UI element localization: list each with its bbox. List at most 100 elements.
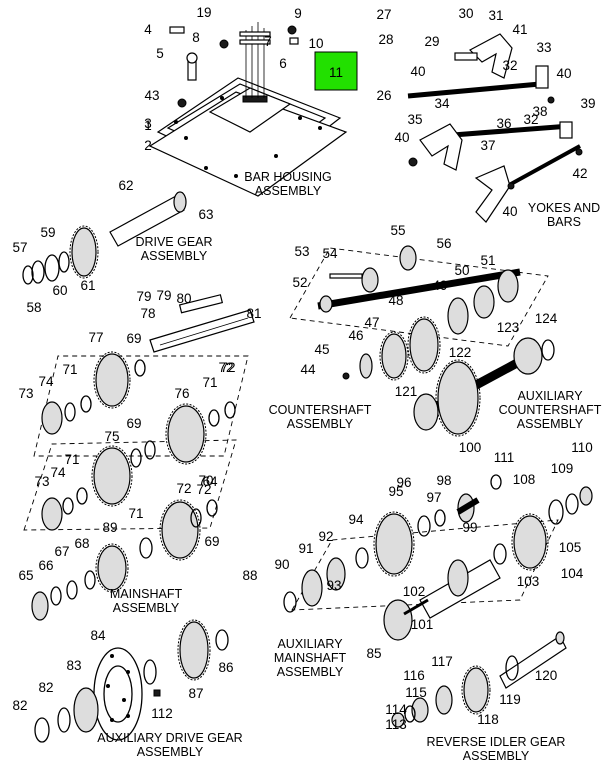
callout-72: 72 bbox=[196, 482, 211, 497]
callout-112: 112 bbox=[151, 706, 173, 721]
callout-39: 39 bbox=[580, 96, 595, 111]
callout-117: 117 bbox=[431, 654, 453, 669]
callout-72: 72 bbox=[218, 360, 233, 375]
callout-118: 118 bbox=[477, 712, 499, 727]
callout-59: 59 bbox=[40, 225, 55, 240]
yokes-bars-drawing bbox=[407, 33, 583, 223]
caption-yokes-bars-2: BARS bbox=[547, 215, 581, 229]
caption-aux-mainshaft-2: MAINSHAFT bbox=[274, 651, 347, 665]
caption-aux-mainshaft-3: ASSEMBLY bbox=[277, 665, 344, 679]
callout-82: 82 bbox=[38, 680, 53, 695]
callout-87: 87 bbox=[188, 686, 203, 701]
callout-54: 54 bbox=[322, 246, 338, 261]
callout-97: 97 bbox=[426, 490, 441, 505]
callout-52: 52 bbox=[292, 275, 307, 290]
callout-28: 28 bbox=[378, 32, 393, 47]
callout-86: 86 bbox=[218, 660, 233, 675]
aux-mainshaft-drawing bbox=[283, 474, 593, 641]
callout-51: 51 bbox=[480, 253, 495, 268]
callout-92: 92 bbox=[318, 529, 333, 544]
aux-countershaft-drawing bbox=[413, 337, 555, 437]
callout-9: 9 bbox=[294, 6, 302, 21]
callout-1: 1 bbox=[144, 118, 152, 133]
callout-70: 70 bbox=[198, 473, 213, 488]
callout-94: 94 bbox=[348, 512, 364, 527]
highlight-callout: 11 bbox=[329, 65, 343, 80]
callout-26: 26 bbox=[376, 88, 391, 103]
callout-85: 85 bbox=[366, 646, 381, 661]
callout-48: 48 bbox=[388, 293, 403, 308]
callout-38: 38 bbox=[532, 104, 547, 119]
caption-aux-countershaft-3: ASSEMBLY bbox=[517, 417, 584, 431]
callout-105: 105 bbox=[559, 540, 582, 555]
caption-aux-countershaft-1: AUXILIARY bbox=[517, 389, 583, 403]
callout-10: 10 bbox=[308, 36, 323, 51]
callout-63: 63 bbox=[198, 207, 213, 222]
callout-101: 101 bbox=[411, 617, 434, 632]
callout-29: 29 bbox=[424, 34, 439, 49]
callout-49: 49 bbox=[432, 278, 447, 293]
callout-104: 104 bbox=[561, 566, 584, 581]
caption-drive-gear-1: DRIVE GEAR bbox=[135, 235, 212, 249]
caption-drive-gear-2: ASSEMBLY bbox=[141, 249, 208, 263]
callout-80: 80 bbox=[176, 291, 191, 306]
callout-103: 103 bbox=[517, 574, 540, 589]
highlight-box bbox=[314, 51, 358, 91]
callout-90: 90 bbox=[274, 557, 289, 572]
callout-110: 110 bbox=[571, 440, 593, 455]
callout-76: 76 bbox=[174, 386, 189, 401]
callout-88: 88 bbox=[242, 568, 257, 583]
callout-67: 67 bbox=[54, 544, 69, 559]
callout-95: 95 bbox=[388, 484, 403, 499]
callout-116: 116 bbox=[403, 668, 425, 683]
caption-aux-countershaft-2: COUNTERSHAFT bbox=[499, 403, 602, 417]
caption-aux-drive-gear-1: AUXILIARY DRIVE GEAR bbox=[97, 731, 242, 745]
caption-mainshaft-1: MAINSHAFT bbox=[110, 587, 183, 601]
callout-65: 65 bbox=[18, 568, 33, 583]
caption-mainshaft-2: ASSEMBLY bbox=[113, 601, 180, 615]
callout-36: 36 bbox=[496, 116, 511, 131]
callout-53: 53 bbox=[294, 244, 309, 259]
callout-91: 91 bbox=[298, 541, 313, 556]
callout-102: 102 bbox=[403, 584, 426, 599]
bar-housing-drawing bbox=[148, 22, 348, 197]
callout-73: 73 bbox=[18, 386, 33, 401]
callout-124: 124 bbox=[535, 311, 558, 326]
callout-122: 122 bbox=[449, 345, 472, 360]
callout-30: 30 bbox=[458, 6, 473, 21]
caption-yokes-bars-1: YOKES AND bbox=[528, 201, 600, 215]
callout-83: 83 bbox=[66, 658, 81, 673]
callout-34: 34 bbox=[434, 96, 450, 111]
callout-84: 84 bbox=[90, 628, 106, 643]
callout-89: 89 bbox=[102, 520, 117, 535]
callout-99: 99 bbox=[462, 520, 477, 535]
callout-41: 41 bbox=[512, 22, 527, 37]
callout-93: 93 bbox=[326, 578, 341, 593]
callout-74: 74 bbox=[50, 465, 66, 480]
callout-119: 119 bbox=[499, 692, 521, 707]
callout-40: 40 bbox=[556, 66, 571, 81]
callout-114: 114 bbox=[385, 702, 407, 717]
callout-69: 69 bbox=[126, 331, 141, 346]
countershaft-drawing bbox=[289, 245, 549, 381]
callout-40: 40 bbox=[502, 204, 517, 219]
callout-121: 121 bbox=[395, 384, 418, 399]
callout-123: 123 bbox=[497, 320, 520, 335]
callout-73: 73 bbox=[34, 474, 49, 489]
callout-69: 69 bbox=[126, 416, 141, 431]
callout-27: 27 bbox=[376, 7, 391, 22]
callout-72: 72 bbox=[176, 481, 191, 496]
callout-71: 71 bbox=[202, 375, 217, 390]
assembly-captions: BAR HOUSING ASSEMBLY YOKES AND BARS DRIV… bbox=[97, 170, 601, 761]
caption-countershaft-2: ASSEMBLY bbox=[287, 417, 354, 431]
drive-gear-drawing bbox=[22, 191, 187, 285]
callout-108: 108 bbox=[513, 472, 536, 487]
callout-72: 72 bbox=[220, 360, 235, 375]
callout-40: 40 bbox=[394, 130, 409, 145]
callout-31: 31 bbox=[488, 8, 503, 23]
callout-46: 46 bbox=[348, 328, 363, 343]
callout-37: 37 bbox=[480, 138, 495, 153]
aux-drive-gear-drawing bbox=[34, 619, 229, 743]
